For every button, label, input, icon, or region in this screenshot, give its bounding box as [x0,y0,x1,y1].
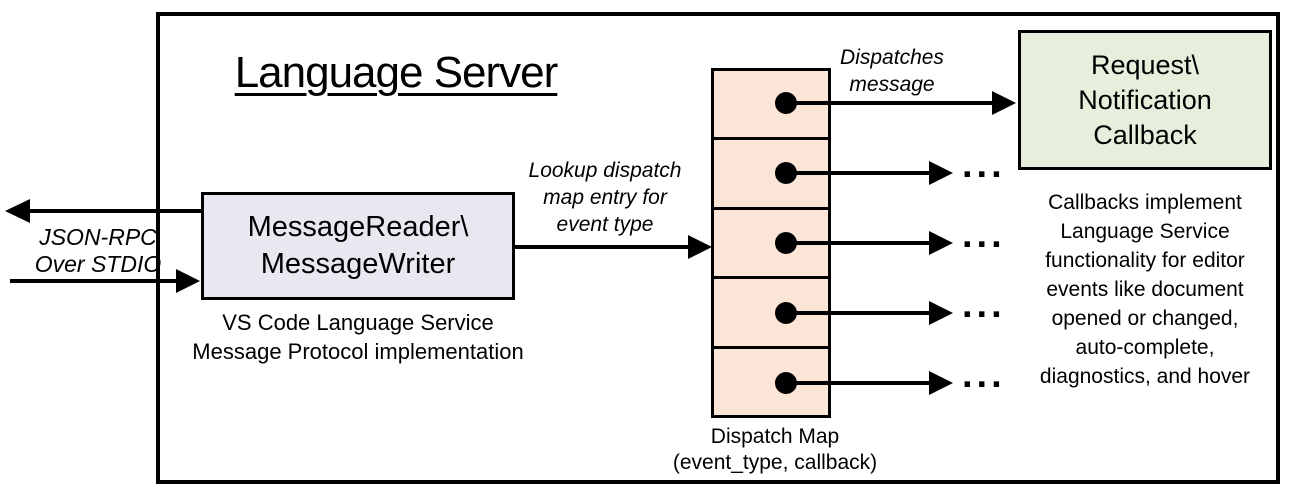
dispatches-message-label-line1: Dispatches [840,46,944,69]
callback-caption: Callbacks implement Language Service fun… [1016,188,1274,391]
dispatches-message-label-line2: message [849,73,935,96]
dispatches-message-label: Dispatches message [832,44,952,98]
message-reader-writer-box: MessageReader\ MessageWriter [201,192,515,300]
lookup-dispatch-label-line2: map entry for [543,186,667,209]
lookup-dispatch-label: Lookup dispatch map entry for event type [512,157,698,238]
dispatch-map-cell [714,71,828,138]
callback-caption-line2: Language Service [1060,220,1230,243]
dispatch-map-cell [714,206,828,277]
lookup-dispatch-label-line3: event type [556,213,654,236]
ellipsis-row2: ... [962,144,1006,186]
callback-box-line3: Callback [1093,119,1197,150]
callback-caption-line7: diagnostics, and hover [1039,365,1251,388]
ellipsis-row4: ... [962,284,1006,326]
callback-caption-line3: functionality for editor [1045,249,1245,272]
dispatch-map [711,68,831,418]
callback-box-line1: Request\ [1090,49,1200,80]
dispatch-map-caption-line1: Dispatch Map [710,425,840,448]
request-notification-callback-box: Request\ Notification Callback [1018,30,1272,170]
dispatch-map-caption: Dispatch Map (event_type, callback) [660,424,890,476]
dispatch-map-cell [714,345,828,416]
language-server-boundary-box [156,12,1280,484]
callback-caption-line4: events like document [1046,278,1244,301]
dispatch-map-cell [714,137,828,207]
reader-caption: VS Code Language Service Message Protoco… [170,308,546,366]
json-rpc-stdio-label-line1: JSON-RPC [39,224,157,250]
lookup-dispatch-label-line1: Lookup dispatch [528,159,682,182]
ellipsis-row3: ... [962,214,1006,256]
callback-caption-line5: opened or changed, [1051,307,1239,330]
dispatch-map-caption-line2: (event_type, callback) [672,451,878,474]
message-reader-label: MessageReader\ [247,211,469,243]
reader-caption-line1: VS Code Language Service [222,310,494,335]
message-writer-label: MessageWriter [260,248,456,280]
json-rpc-stdio-label-line2: Over STDIO [34,251,162,277]
callback-caption-line1: Callbacks implement [1048,191,1242,214]
page-title: Language Server [234,48,559,97]
ellipsis-row5: ... [962,354,1006,396]
json-rpc-stdio-label: JSON-RPC Over STDIO [22,224,174,278]
callback-caption-line6: auto-complete, [1075,336,1215,359]
dispatch-map-cell [714,276,828,346]
callback-box-line2: Notification [1078,84,1212,115]
reader-caption-line2: Message Protocol implementation [192,339,524,364]
